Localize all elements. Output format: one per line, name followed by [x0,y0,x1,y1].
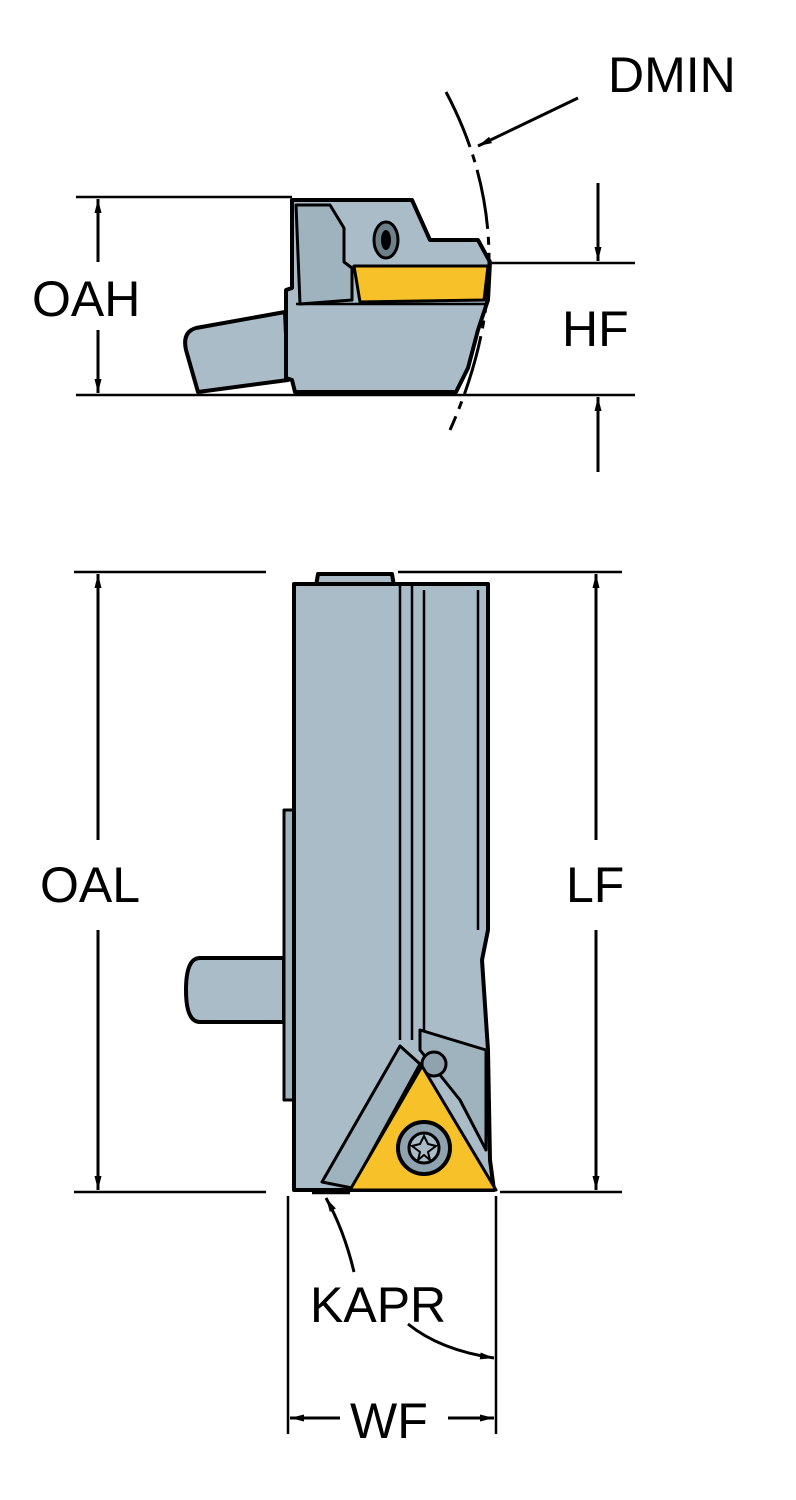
side-view: DMIN OAH HF [32,47,736,472]
side-view-shank [183,310,290,394]
kapr-leader-right [407,1322,495,1360]
dmin-label: DMIN [608,47,736,103]
dmin-leader [477,96,579,148]
oah-label: OAH [32,271,140,327]
oal-label: OAL [40,857,140,913]
lf-label: LF [566,857,624,913]
top-view: OAL LF WF KAPR [40,570,624,1449]
wf-label: WF [350,1393,428,1449]
kapr-leader-left [324,1197,356,1273]
dmin-arc [444,91,491,431]
side-view-insert [352,264,490,304]
kapr-label: KAPR [310,1277,446,1333]
hf-label: HF [562,301,629,357]
top-view-pin [184,956,286,1024]
